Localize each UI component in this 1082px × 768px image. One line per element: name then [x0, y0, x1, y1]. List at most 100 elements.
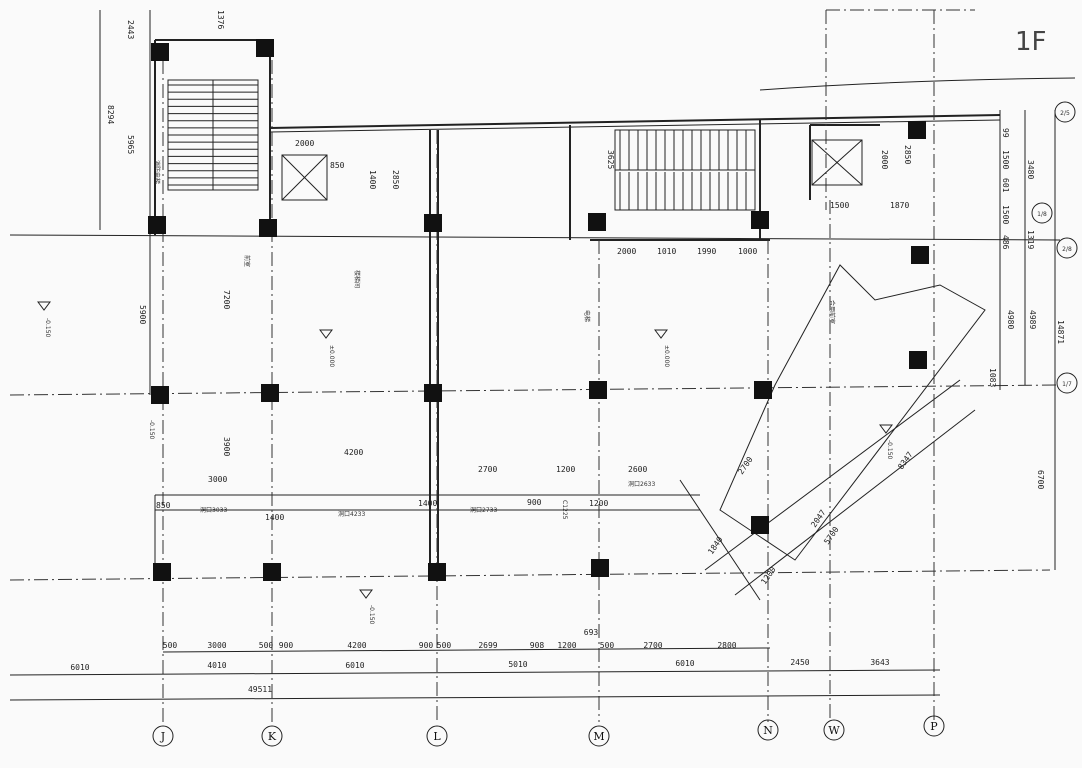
walls — [9, 9, 1076, 580]
bottom-dimensions-row2: 6010 4010 6010 5010 6010 2450 3643 49511 — [70, 658, 889, 694]
level-mark: -0.150 — [886, 440, 893, 460]
dim-text: 486 — [1001, 235, 1010, 250]
level-mark: -0.150 — [368, 605, 375, 625]
middle-dimensions: 7200 5900 3900 3000 4200 2700 1200 2600 … — [138, 290, 915, 586]
dim-text: 4989 — [1028, 310, 1037, 329]
level-marks: -0.150 ±0.000 ±0.000 -0.150 -0.150 -0.15… — [37, 301, 893, 625]
dim-text: 2700 — [736, 455, 755, 476]
dim-text: 1200 — [759, 565, 778, 586]
dim-text: 8347 — [896, 450, 915, 471]
opening-label: 洞口2633 — [628, 480, 655, 488]
axis-bubble-W: W — [823, 719, 845, 741]
opening-label: 洞口3033 — [200, 506, 227, 514]
column — [151, 386, 169, 404]
dim-text: 4010 — [207, 661, 226, 670]
dim-text: 1400 — [418, 499, 437, 508]
svg-text:1/7: 1/7 — [1062, 381, 1072, 388]
dim-text: 5965 — [126, 135, 135, 154]
dim-text: 3643 — [870, 658, 889, 667]
dim-text: 500 — [437, 641, 452, 650]
column — [751, 516, 769, 534]
dim-text: 2000 — [617, 247, 636, 256]
axis-bubble-J: J — [152, 725, 174, 747]
axis-bubble-L: L — [426, 725, 448, 747]
column — [263, 563, 281, 581]
top-dimensions: 2443 8294 5965 1376 2000 850 2850 1400 3… — [106, 10, 912, 256]
elevators — [281, 139, 863, 201]
room-note: 电梯 — [583, 310, 591, 322]
column — [588, 213, 606, 231]
dim-text: 99 — [1001, 128, 1010, 138]
dim-text: 1200 — [589, 499, 608, 508]
structural-columns — [148, 39, 929, 581]
dim-text: 1500 — [1001, 150, 1010, 169]
axis-bubble-M: M — [588, 725, 610, 747]
dim-text: 5700 — [822, 525, 841, 546]
level-mark: -0.150 — [148, 420, 155, 440]
opening-label: 洞口4233 — [338, 510, 365, 518]
dim-text: 6010 — [675, 659, 694, 668]
dim-text: 3625 — [606, 150, 615, 169]
room-notes: 消防电梯 楼梯间 电梯 前室 合用前室 — [153, 160, 836, 324]
dim-text: 4980 — [1006, 310, 1015, 329]
dim-text: 3000 — [207, 641, 226, 650]
svg-text:2/8: 2/8 — [1062, 246, 1072, 253]
axis-bubble-2-8: 2/8 — [1056, 237, 1078, 259]
column — [424, 384, 442, 402]
column — [428, 563, 446, 581]
dim-text: 850 — [330, 161, 345, 170]
column — [751, 211, 769, 229]
dim-text: 3000 — [208, 475, 227, 484]
dim-text: 3480 — [1026, 160, 1035, 179]
opening-labels: 洞口3033 洞口4233 洞口2733 C1225 洞口2633 — [200, 480, 655, 520]
column — [909, 351, 927, 369]
room-note: 消防电梯 — [153, 160, 161, 184]
room-note: 楼梯间 — [353, 270, 361, 288]
bottom-dimensions-row1: 500 3000 500 900 4200 900 500 2699 908 1… — [163, 628, 737, 650]
column — [911, 246, 929, 264]
room-note: 前室 — [243, 255, 251, 267]
dim-text: 900 — [419, 641, 434, 650]
svg-text:W: W — [828, 724, 840, 737]
dim-text: 4200 — [344, 448, 363, 457]
dim-text: 1500 — [830, 201, 849, 210]
stair-left — [167, 79, 259, 191]
opening-label: C1225 — [561, 500, 568, 520]
dim-text: 850 — [156, 501, 171, 510]
svg-text:N: N — [763, 724, 773, 737]
dim-text: 1400 — [368, 170, 377, 189]
dim-text: 908 — [530, 641, 545, 650]
dim-text: 3900 — [222, 437, 231, 456]
dim-text: 1870 — [890, 201, 909, 210]
axis-bubble-1-7: 1/7 — [1056, 372, 1078, 394]
dim-text: 1400 — [265, 513, 284, 522]
column — [259, 219, 277, 237]
column — [256, 39, 274, 57]
level-mark: ±0.000 — [328, 345, 335, 367]
dim-text: 5900 — [138, 305, 147, 324]
level-mark-1f: 1F — [1015, 27, 1047, 57]
dim-text: 900 — [527, 498, 542, 507]
column — [908, 121, 926, 139]
svg-text:1/8: 1/8 — [1037, 211, 1047, 218]
dim-text: 6010 — [70, 663, 89, 672]
svg-text:P: P — [930, 720, 938, 733]
dim-text: 693 — [584, 628, 599, 637]
dim-text: 900 — [279, 641, 294, 650]
axis-bubble-K: K — [261, 725, 283, 747]
dim-text: 500 — [163, 641, 178, 650]
dim-text: 5010 — [508, 660, 527, 669]
dim-text: 4200 — [347, 641, 366, 650]
dim-text: 1840 — [706, 535, 725, 556]
axis-bubble-2-5: 2/5 — [1054, 101, 1076, 123]
dim-text: 1083 — [988, 368, 997, 387]
dim-text: 2800 — [717, 641, 736, 650]
dim-text: 1010 — [657, 247, 676, 256]
column — [261, 384, 279, 402]
svg-text:M: M — [593, 730, 604, 743]
total-dimension: 49511 — [248, 685, 272, 694]
dim-text: 2850 — [903, 145, 912, 164]
svg-text:K: K — [268, 730, 277, 743]
column — [153, 563, 171, 581]
